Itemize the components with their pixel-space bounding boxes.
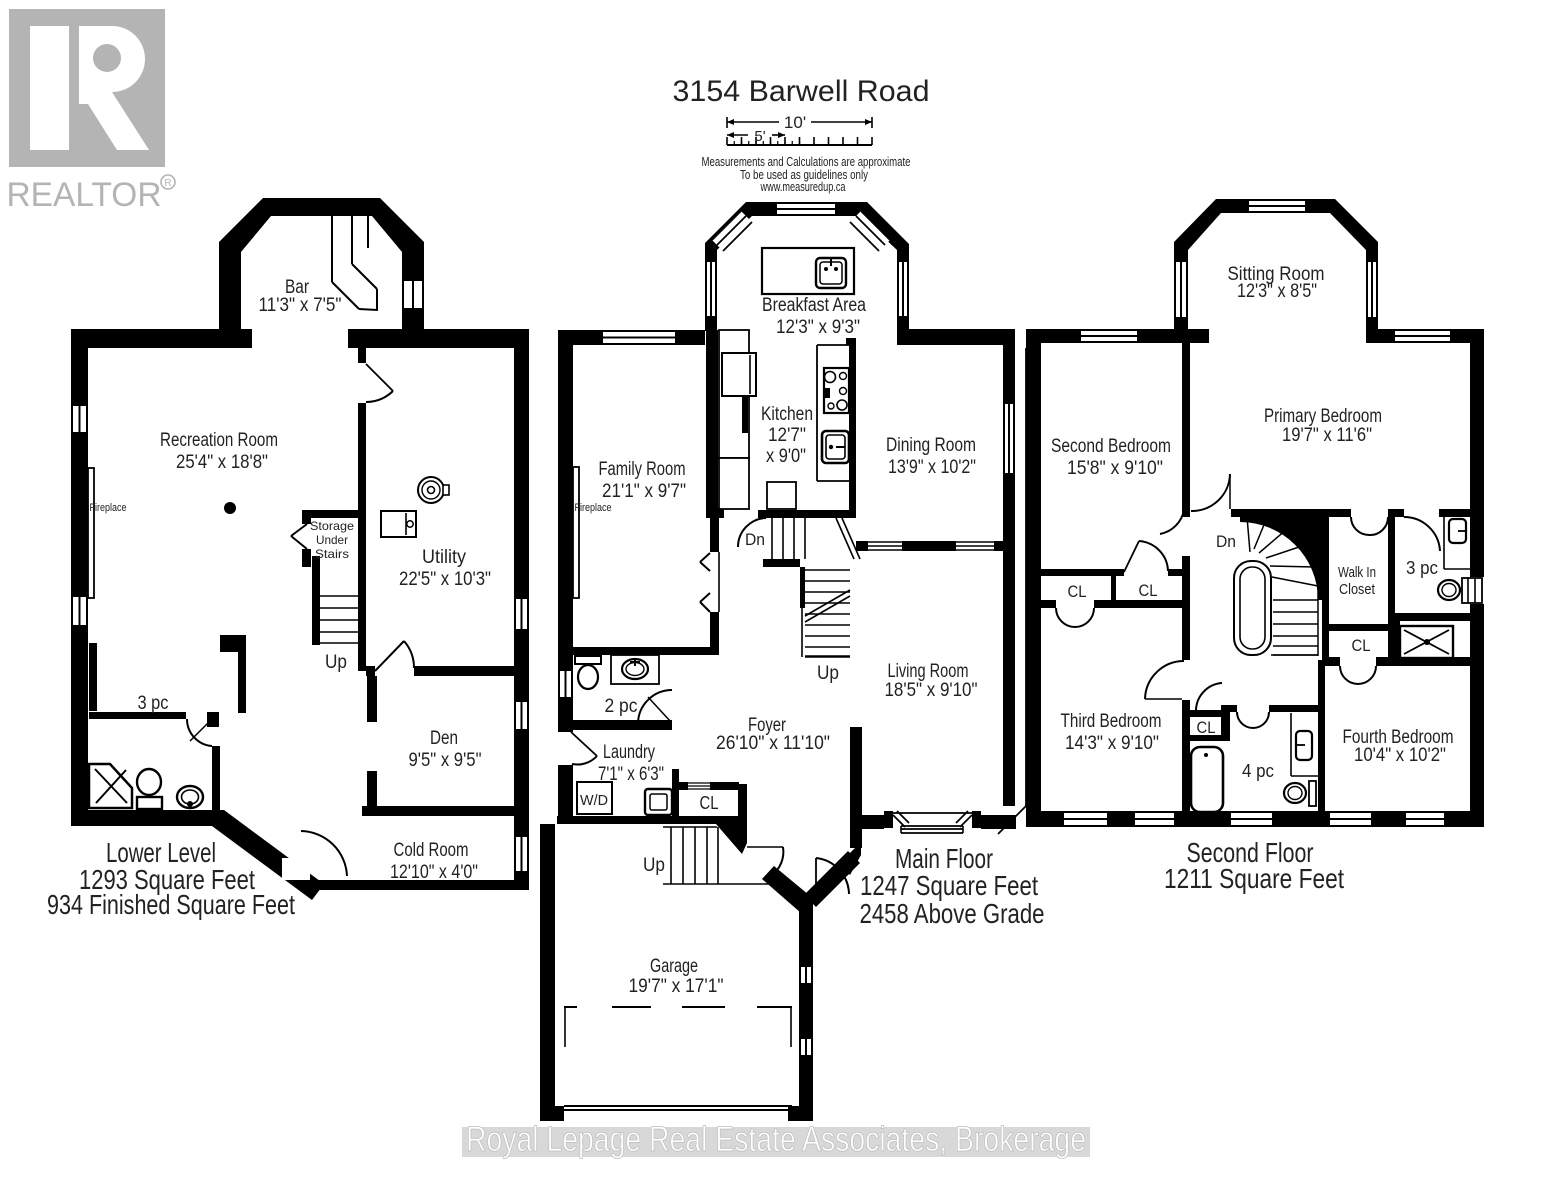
svg-text:Second Bedroom: Second Bedroom <box>1051 436 1171 457</box>
svg-text:1293 Square Feet: 1293 Square Feet <box>79 864 255 895</box>
svg-text:Cold Room: Cold Room <box>394 840 469 861</box>
svg-text:1247 Square Feet: 1247 Square Feet <box>860 870 1038 901</box>
svg-text:Up: Up <box>643 855 665 876</box>
svg-text:x 9'0": x 9'0" <box>766 446 806 467</box>
svg-text:12'3" x 9'3": 12'3" x 9'3" <box>776 317 860 338</box>
svg-text:Second Floor: Second Floor <box>1187 837 1314 868</box>
svg-text:Den: Den <box>430 728 458 749</box>
svg-text:18'5" x 9'10": 18'5" x 9'10" <box>885 680 978 701</box>
svg-text:21'1" x 9'7": 21'1" x 9'7" <box>602 481 686 502</box>
svg-text:Measurements and Calculations: Measurements and Calculations are approx… <box>702 155 911 169</box>
svg-text:13'9" x 10'2": 13'9" x 10'2" <box>888 457 976 478</box>
svg-text:19'7" x 11'6": 19'7" x 11'6" <box>1282 425 1372 446</box>
svg-text:Under: Under <box>316 533 348 547</box>
svg-text:Foyer: Foyer <box>748 715 787 736</box>
svg-text:Laundry: Laundry <box>603 742 655 763</box>
svg-text:10'4" x 10'2": 10'4" x 10'2" <box>1354 745 1446 766</box>
svg-text:R: R <box>164 178 171 189</box>
svg-text:Up: Up <box>817 663 839 684</box>
svg-text:Garage: Garage <box>650 956 698 977</box>
svg-text:Breakfast Area: Breakfast Area <box>762 295 866 316</box>
svg-text:CL: CL <box>1068 582 1087 601</box>
svg-text:19'7" x 17'1": 19'7" x 17'1" <box>629 976 724 997</box>
svg-text:Fireplace: Fireplace <box>90 502 127 514</box>
svg-text:W/D: W/D <box>580 792 608 809</box>
svg-text:Main Floor: Main Floor <box>895 843 993 874</box>
svg-text:14'3" x 9'10": 14'3" x 9'10" <box>1065 733 1159 754</box>
svg-text:Fourth Bedroom: Fourth Bedroom <box>1343 727 1454 748</box>
svg-text:CL: CL <box>1197 718 1216 737</box>
svg-text:15'8" x 9'10": 15'8" x 9'10" <box>1067 458 1163 479</box>
svg-text:9'5" x 9'5": 9'5" x 9'5" <box>409 750 482 771</box>
svg-text:Bar: Bar <box>285 277 310 298</box>
svg-text:CL: CL <box>1139 581 1158 600</box>
svg-text:5': 5' <box>754 128 765 145</box>
svg-text:26'10" x 11'10": 26'10" x 11'10" <box>716 733 830 754</box>
svg-text:Dn: Dn <box>1216 532 1236 551</box>
svg-text:Primary Bedroom: Primary Bedroom <box>1264 406 1382 427</box>
svg-text:REALTOR: REALTOR <box>7 176 162 214</box>
svg-text:CL: CL <box>1352 636 1371 655</box>
svg-text:10': 10' <box>784 113 806 132</box>
svg-text:Up: Up <box>325 652 347 673</box>
svg-text:12'3" x 8'5": 12'3" x 8'5" <box>1237 281 1317 302</box>
svg-text:Family Room: Family Room <box>599 459 686 480</box>
svg-text:1211 Square Feet: 1211 Square Feet <box>1164 863 1344 894</box>
svg-text:7'1" x 6'3": 7'1" x 6'3" <box>598 764 664 785</box>
svg-text:To be used as guidelines only: To be used as guidelines only <box>740 168 869 182</box>
svg-text:3 pc: 3 pc <box>138 693 169 714</box>
svg-text:Dining Room: Dining Room <box>886 435 976 456</box>
svg-text:4 pc: 4 pc <box>1242 761 1274 781</box>
svg-text:22'5" x 10'3": 22'5" x 10'3" <box>399 569 491 590</box>
svg-text:3154 Barwell Road: 3154 Barwell Road <box>673 75 930 108</box>
svg-text:Stairs: Stairs <box>315 547 349 561</box>
svg-text:11'3" x 7'5": 11'3" x 7'5" <box>259 295 342 316</box>
svg-text:Lower Level: Lower Level <box>106 837 216 868</box>
svg-text:Kitchen: Kitchen <box>761 404 813 425</box>
svg-text:Recreation Room: Recreation Room <box>160 430 278 451</box>
svg-text:934 Finished Square Feet: 934 Finished Square Feet <box>47 889 295 920</box>
svg-text:Closet: Closet <box>1339 581 1376 598</box>
svg-text:CL: CL <box>700 793 719 813</box>
svg-text:Living Room: Living Room <box>888 661 969 682</box>
svg-text:12'10" x 4'0": 12'10" x 4'0" <box>390 862 478 883</box>
svg-text:Storage: Storage <box>310 519 354 533</box>
svg-text:Sitting Room: Sitting Room <box>1228 264 1325 285</box>
svg-text:Utility: Utility <box>422 547 466 568</box>
svg-text:Fireplace: Fireplace <box>575 502 612 514</box>
svg-text:Dn: Dn <box>745 530 765 549</box>
svg-text:Third Bedroom: Third Bedroom <box>1061 711 1162 732</box>
svg-text:2 pc: 2 pc <box>605 696 638 717</box>
svg-text:3 pc: 3 pc <box>1406 558 1438 578</box>
svg-text:www.measuredup.ca: www.measuredup.ca <box>760 180 846 194</box>
svg-text:12'7": 12'7" <box>768 425 806 446</box>
svg-text:Royal Lepage Real Estate Assoc: Royal Lepage Real Estate Associates, Bro… <box>466 1120 1086 1159</box>
svg-text:25'4" x 18'8": 25'4" x 18'8" <box>176 452 268 473</box>
svg-text:2458 Above Grade: 2458 Above Grade <box>860 898 1045 929</box>
svg-text:Walk In: Walk In <box>1338 564 1376 581</box>
